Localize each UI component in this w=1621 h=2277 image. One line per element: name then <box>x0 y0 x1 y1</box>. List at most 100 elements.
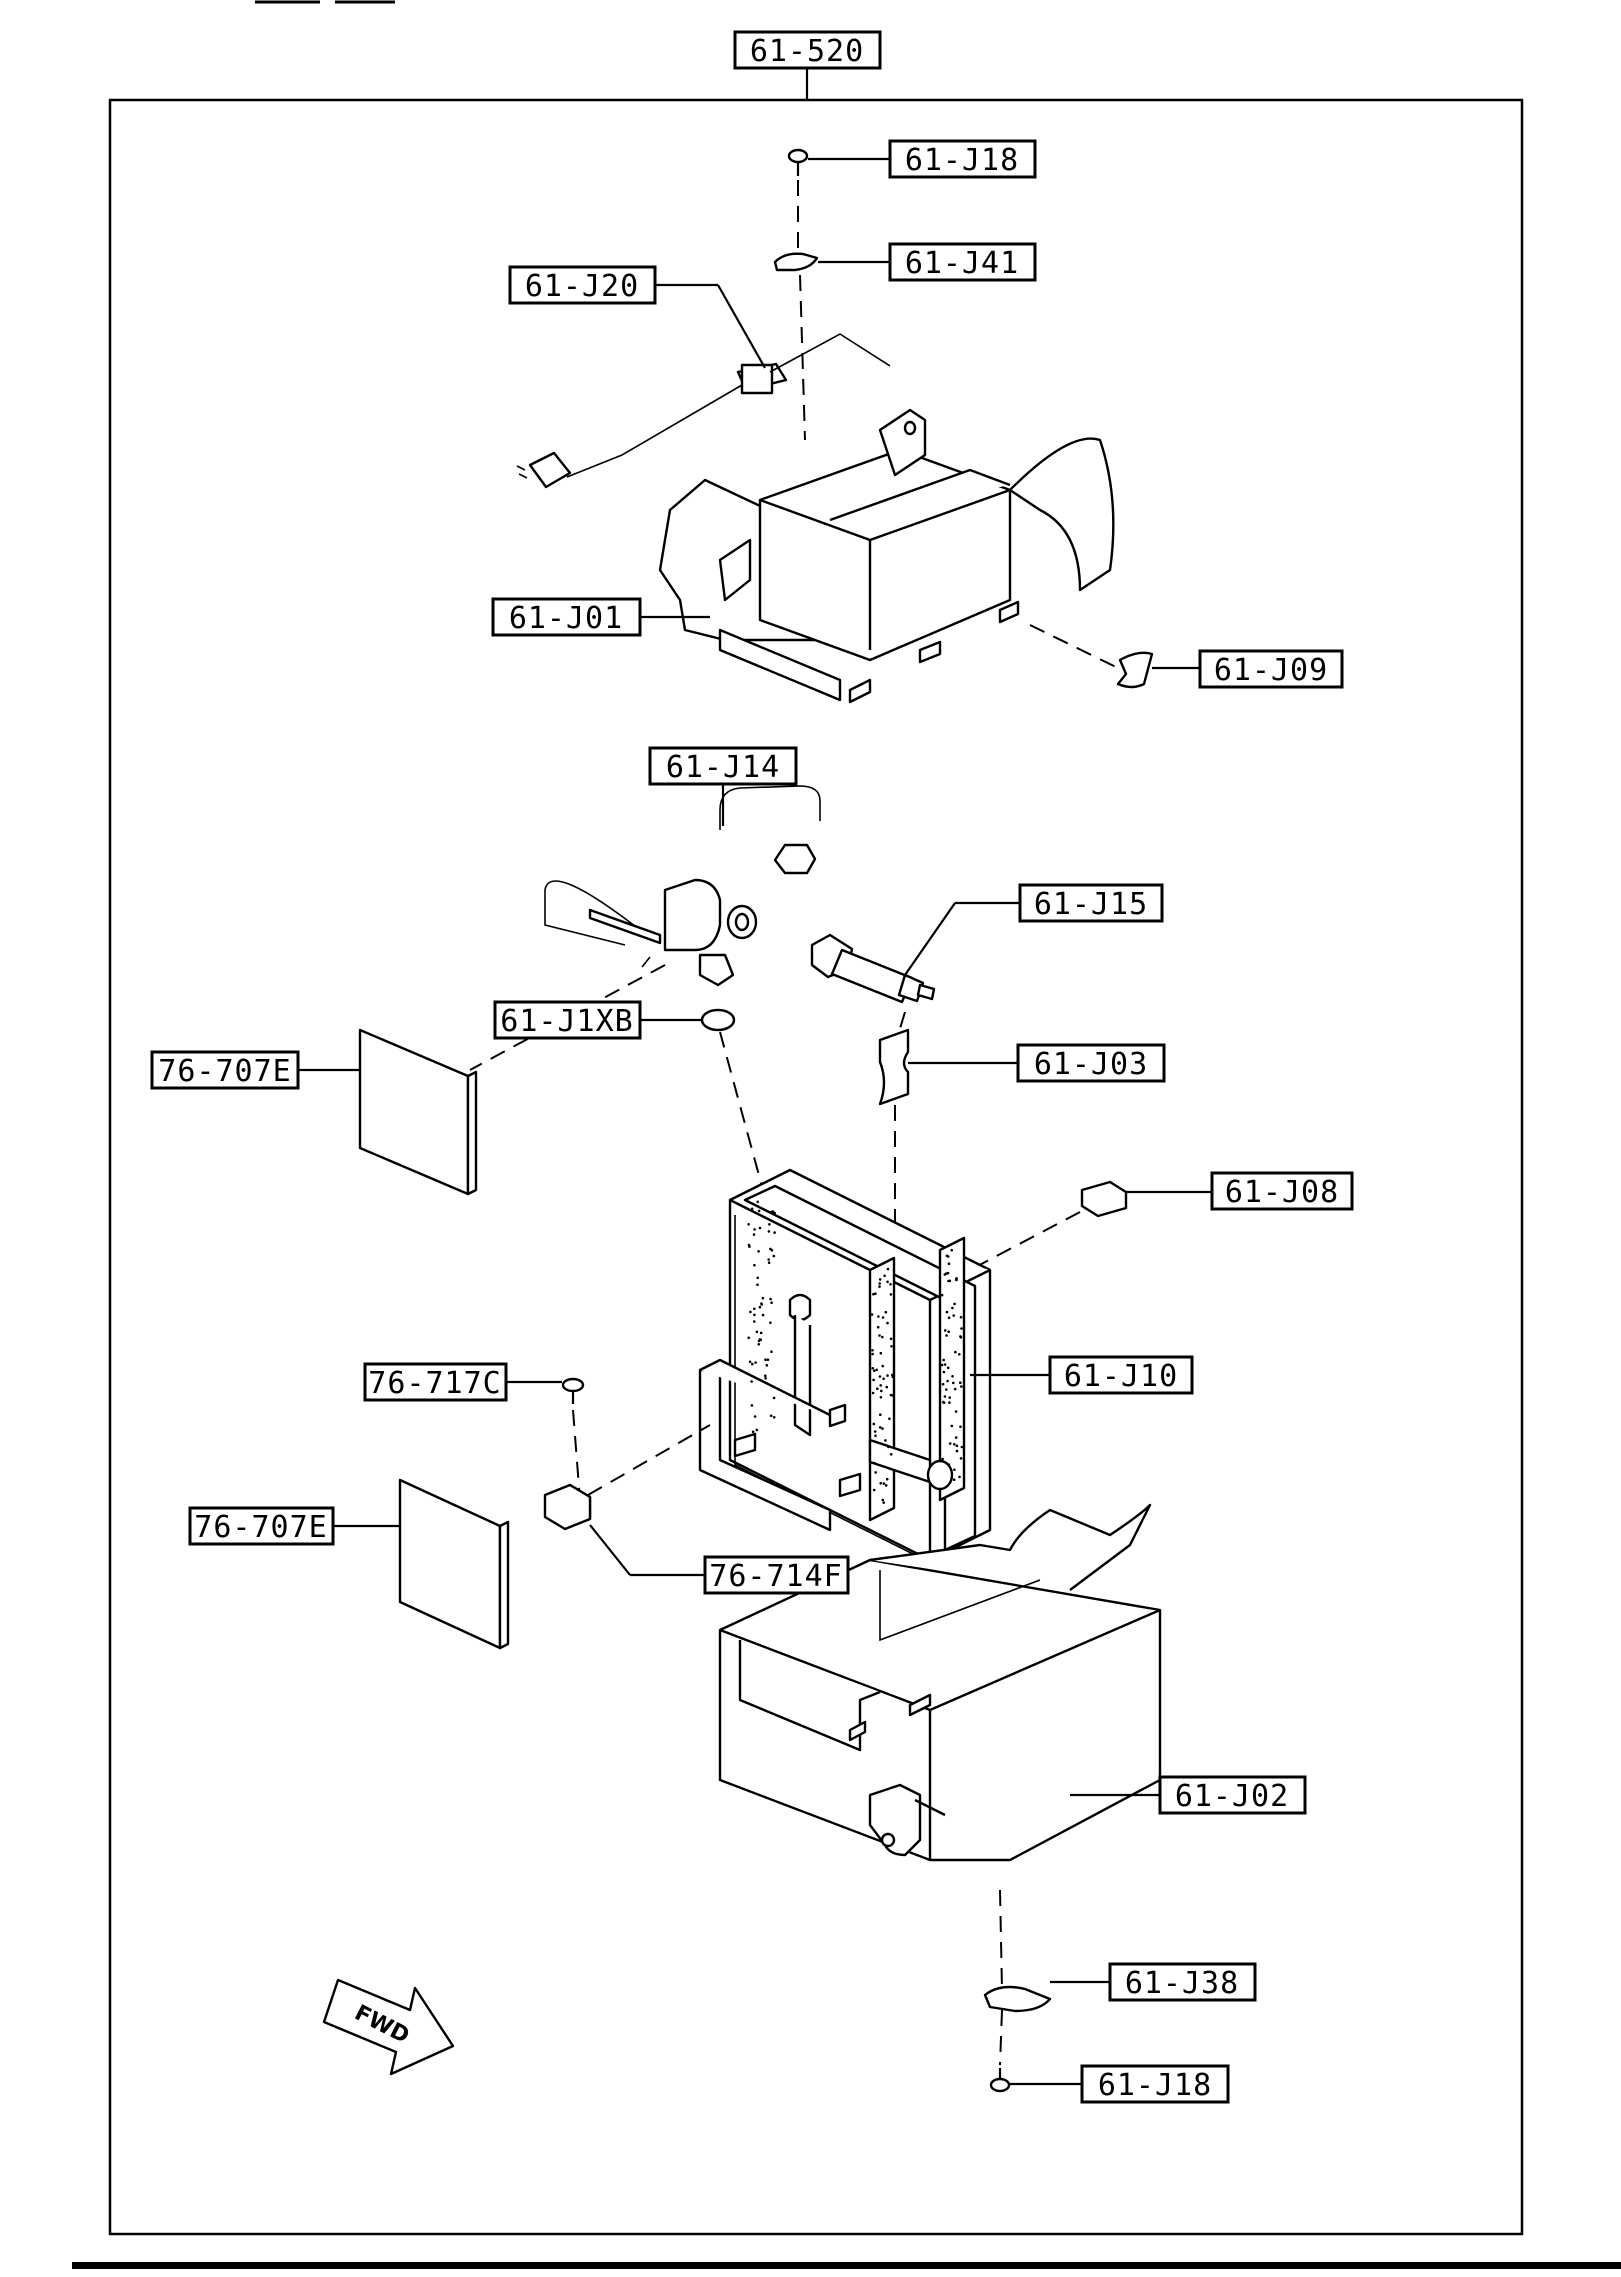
fin-dot <box>756 1200 759 1204</box>
label-thermistor[interactable]: 61-J20 <box>508 265 657 305</box>
fin-dot <box>959 1381 962 1384</box>
fin-dot <box>878 1426 882 1429</box>
svg-text:61-J1XB: 61-J1XB <box>500 1004 633 1039</box>
label-upper-case[interactable]: 61-J01 <box>491 597 642 637</box>
fin-dot <box>891 1394 895 1397</box>
fin-dot <box>948 1442 952 1445</box>
fin-dot <box>877 1315 880 1318</box>
fin-dot <box>750 1404 754 1407</box>
svg-text:61-J41: 61-J41 <box>905 246 1019 281</box>
fin-dot <box>940 1293 944 1297</box>
fin-dot <box>880 1389 883 1393</box>
fin-dot <box>747 1223 750 1226</box>
fin-dot <box>885 1477 889 1481</box>
fin-dot <box>886 1280 889 1284</box>
fin-dot <box>889 1337 893 1341</box>
label-screw-small[interactable]: 76-717C <box>363 1362 508 1402</box>
fin-dot <box>889 1453 893 1456</box>
fin-dot <box>941 1382 945 1386</box>
label-clip-bottom[interactable]: 61-J38 <box>1108 1962 1257 2002</box>
fin-dot <box>752 1233 756 1236</box>
fin-dot <box>761 1296 765 1300</box>
fin-dot <box>891 1375 895 1378</box>
fin-dot <box>756 1283 759 1286</box>
fin-dot <box>883 1274 886 1278</box>
screw-small-part <box>561 1377 585 1404</box>
fin-dot <box>951 1375 954 1378</box>
fin-dot <box>872 1292 875 1296</box>
fin-dot <box>875 1368 878 1372</box>
evaporator-fin-texture <box>747 1200 964 1504</box>
label-pipe[interactable]: 61-J15 <box>1018 883 1164 923</box>
label-screw-bottom[interactable]: 61-J18 <box>1080 2064 1230 2104</box>
fin-dot <box>767 1258 770 1261</box>
fin-dot <box>960 1445 964 1449</box>
fin-dot <box>886 1374 889 1377</box>
page-bottom-rule <box>72 2262 1621 2269</box>
svg-text:61-J15: 61-J15 <box>1034 887 1148 922</box>
fin-dot <box>876 1387 879 1390</box>
label-seal-upper[interactable]: 76-707E <box>150 1050 300 1090</box>
fin-dot <box>952 1381 955 1385</box>
label-bracket[interactable]: 76-714F <box>703 1555 850 1595</box>
fin-dot <box>761 1313 765 1317</box>
fin-dot <box>882 1501 885 1504</box>
fin-dot <box>872 1488 876 1492</box>
fin-dot <box>885 1385 889 1389</box>
o-ring-part <box>700 1008 736 1032</box>
fin-dot <box>754 1361 757 1364</box>
fin-dot <box>889 1293 893 1296</box>
label-clip-side[interactable]: 61-J09 <box>1198 649 1344 689</box>
fin-dot <box>888 1417 891 1420</box>
label-insulator[interactable]: 61-J03 <box>1016 1043 1166 1083</box>
fin-dot <box>770 1301 773 1304</box>
thermistor-part <box>516 333 891 489</box>
upper-case-part <box>658 408 1115 704</box>
fin-dot <box>750 1207 754 1211</box>
fin-dot <box>758 1305 762 1309</box>
svg-text:76-707E: 76-707E <box>194 1510 327 1545</box>
fin-dot <box>871 1352 874 1356</box>
fin-dot <box>947 1316 951 1319</box>
evaporator-part <box>698 1168 992 1566</box>
fin-dot <box>878 1278 882 1281</box>
fin-dot <box>946 1271 950 1275</box>
fin-dot <box>751 1430 755 1434</box>
label-lower-case[interactable]: 61-J02 <box>1158 1775 1307 1815</box>
fin-dot <box>952 1314 955 1317</box>
fin-dot <box>749 1310 752 1314</box>
svg-text:61-J09: 61-J09 <box>1214 653 1328 688</box>
fin-dot <box>765 1364 769 1367</box>
label-expansion-valve[interactable]: 61-J14 <box>648 746 798 786</box>
fin-dot <box>951 1306 954 1310</box>
fin-dot <box>873 1369 876 1372</box>
fin-dot <box>772 1416 776 1419</box>
fin-dot <box>955 1444 959 1448</box>
pipe-part <box>810 933 936 1004</box>
label-o-ring[interactable]: 61-J1XB <box>493 1000 642 1040</box>
fin-dot <box>755 1428 759 1432</box>
fin-dot <box>946 1366 950 1370</box>
fin-dot <box>766 1358 770 1361</box>
svg-text:61-J01: 61-J01 <box>509 601 623 636</box>
fin-dot <box>950 1248 953 1252</box>
label-clip-top[interactable]: 61-J41 <box>888 242 1037 282</box>
fin-dot <box>954 1278 958 1281</box>
label-evaporator[interactable]: 61-J10 <box>1048 1355 1194 1395</box>
fin-dot <box>871 1391 875 1395</box>
svg-text:76-717C: 76-717C <box>368 1366 501 1401</box>
label-screw-top[interactable]: 61-J18 <box>888 139 1037 179</box>
svg-text:61-J18: 61-J18 <box>905 143 1019 178</box>
assembly-label[interactable]: 61-520 <box>733 30 882 70</box>
fin-dot <box>955 1449 959 1453</box>
fin-dot <box>753 1313 756 1317</box>
fin-dot <box>759 1338 762 1341</box>
fin-dot <box>953 1387 957 1391</box>
fin-dot <box>948 1396 951 1399</box>
fin-dot <box>958 1353 961 1356</box>
label-grommet[interactable]: 61-J08 <box>1210 1171 1354 1211</box>
fin-dot <box>878 1285 881 1288</box>
fin-dot <box>887 1445 890 1449</box>
fin-dot <box>874 1434 877 1437</box>
label-seal-lower[interactable]: 76-707E <box>188 1506 335 1546</box>
